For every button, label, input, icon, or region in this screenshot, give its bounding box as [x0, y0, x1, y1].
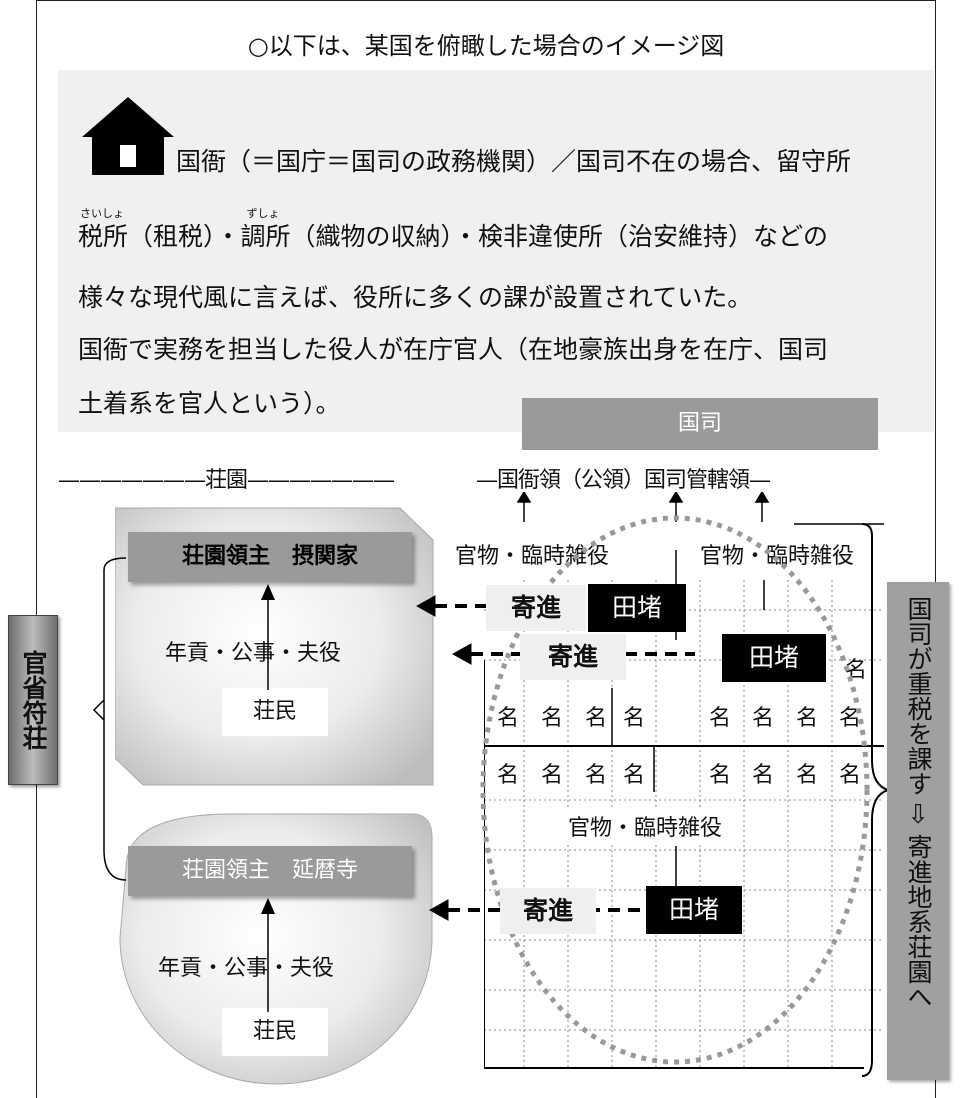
saisho-text: 税所 [78, 222, 129, 251]
kishin-arrows [415, 595, 695, 665]
tato-box-1: 田堵 [588, 584, 686, 632]
shoen-2-people: 荘民 [222, 1008, 328, 1056]
info-line-2-mid: （租税）・ [128, 222, 241, 251]
shoen-1-arrow [261, 584, 275, 690]
shoen-1-tribute: 年貢・公事・夫役 [165, 641, 342, 666]
myo-cell: 名 [497, 763, 520, 788]
myo-cell: 名 [709, 763, 732, 788]
right-note: 国司が重税を課す ⇩ 寄進地系荘園へ [887, 582, 949, 1080]
right-note-top: 国司が重税を課す [904, 596, 933, 796]
chousho-ruby: ずしょ [246, 207, 280, 220]
shoen-2-tribute: 年貢・公事・夫役 [158, 956, 335, 981]
kishin-box-1: 寄進 [486, 585, 586, 631]
info-line-5: 土着系を官人という）。 [78, 389, 341, 418]
shoen-header: ———————荘園——————— [58, 468, 395, 493]
chousho-text: 調所 [240, 222, 291, 251]
kokuga-info-box [58, 70, 934, 432]
saisho-ruby: さいしょ [80, 207, 124, 220]
myo-cell: 名 [839, 763, 862, 788]
kokushi-label: 国司 [522, 398, 878, 450]
shoen-2-arrow [261, 898, 275, 1012]
myo-cell: 名 [541, 706, 564, 731]
kokugaryo-circle [480, 515, 870, 1065]
myo-cell: 名 [709, 706, 732, 731]
kanshofu-bracket [92, 557, 127, 881]
kishin-arrow-3 [428, 899, 646, 921]
myo-cell: 名 [752, 763, 775, 788]
kishin-box-3: 寄進 [500, 888, 596, 934]
info-line-4: 国衙で実務を担当した役人が在庁官人（在地豪族出身を在庁、国司 [78, 335, 829, 364]
info-line-2-end: （織物の収納）・検非違使所（治安維持）などの [290, 222, 829, 251]
tato-box-2: 田堵 [722, 634, 826, 682]
myo-cell: 名 [796, 763, 819, 788]
shoen-1-people: 荘民 [222, 688, 328, 736]
kishin-box-2: 寄進 [520, 634, 626, 680]
info-line-3: 様々な現代風に言えば、役所に多くの課が設置されていた。 [78, 283, 753, 312]
myo-cell: 名 [623, 706, 646, 731]
myo-cell: 名 [497, 706, 520, 731]
info-line-1: 国衙（＝国庁＝国司の政務機関）／国司不在の場合、留守所 [176, 147, 852, 176]
right-note-bottom: 寄進地系荘園へ [904, 834, 933, 1009]
myo-cell: 名 [796, 706, 819, 731]
page-title: ○以下は、某国を俯瞰した場合のイメージ図 [247, 32, 725, 60]
outer-frame [36, 0, 936, 1098]
myo-cell: 名 [623, 763, 646, 788]
myo-cell: 名 [839, 706, 862, 731]
info-line-2: さいしょ 税所 （租税）・ ずしょ 調所 （織物の収納）・検非違使所（治安維持）… [78, 207, 829, 253]
kanshofu-label: 官省符荘 [8, 615, 58, 785]
tato-box-3: 田堵 [646, 886, 742, 934]
down-arrow-icon: ⇩ [907, 800, 929, 830]
myo-cell: 名 [752, 706, 775, 731]
kanmotsu-label-3: 官物・臨時雑役 [566, 810, 725, 842]
house-icon [82, 97, 174, 175]
myo-cell: 名 [585, 706, 608, 731]
shoen-2-lord: 荘園領主 延暦寺 [128, 846, 412, 896]
myo-cell: 名 [541, 763, 564, 788]
myo-cell: 名 [585, 763, 608, 788]
shoen-1-lord: 荘園領主 摂関家 [128, 532, 412, 582]
kokugaryo-header: —国衙領（公領）国司管轄領— [476, 468, 771, 493]
